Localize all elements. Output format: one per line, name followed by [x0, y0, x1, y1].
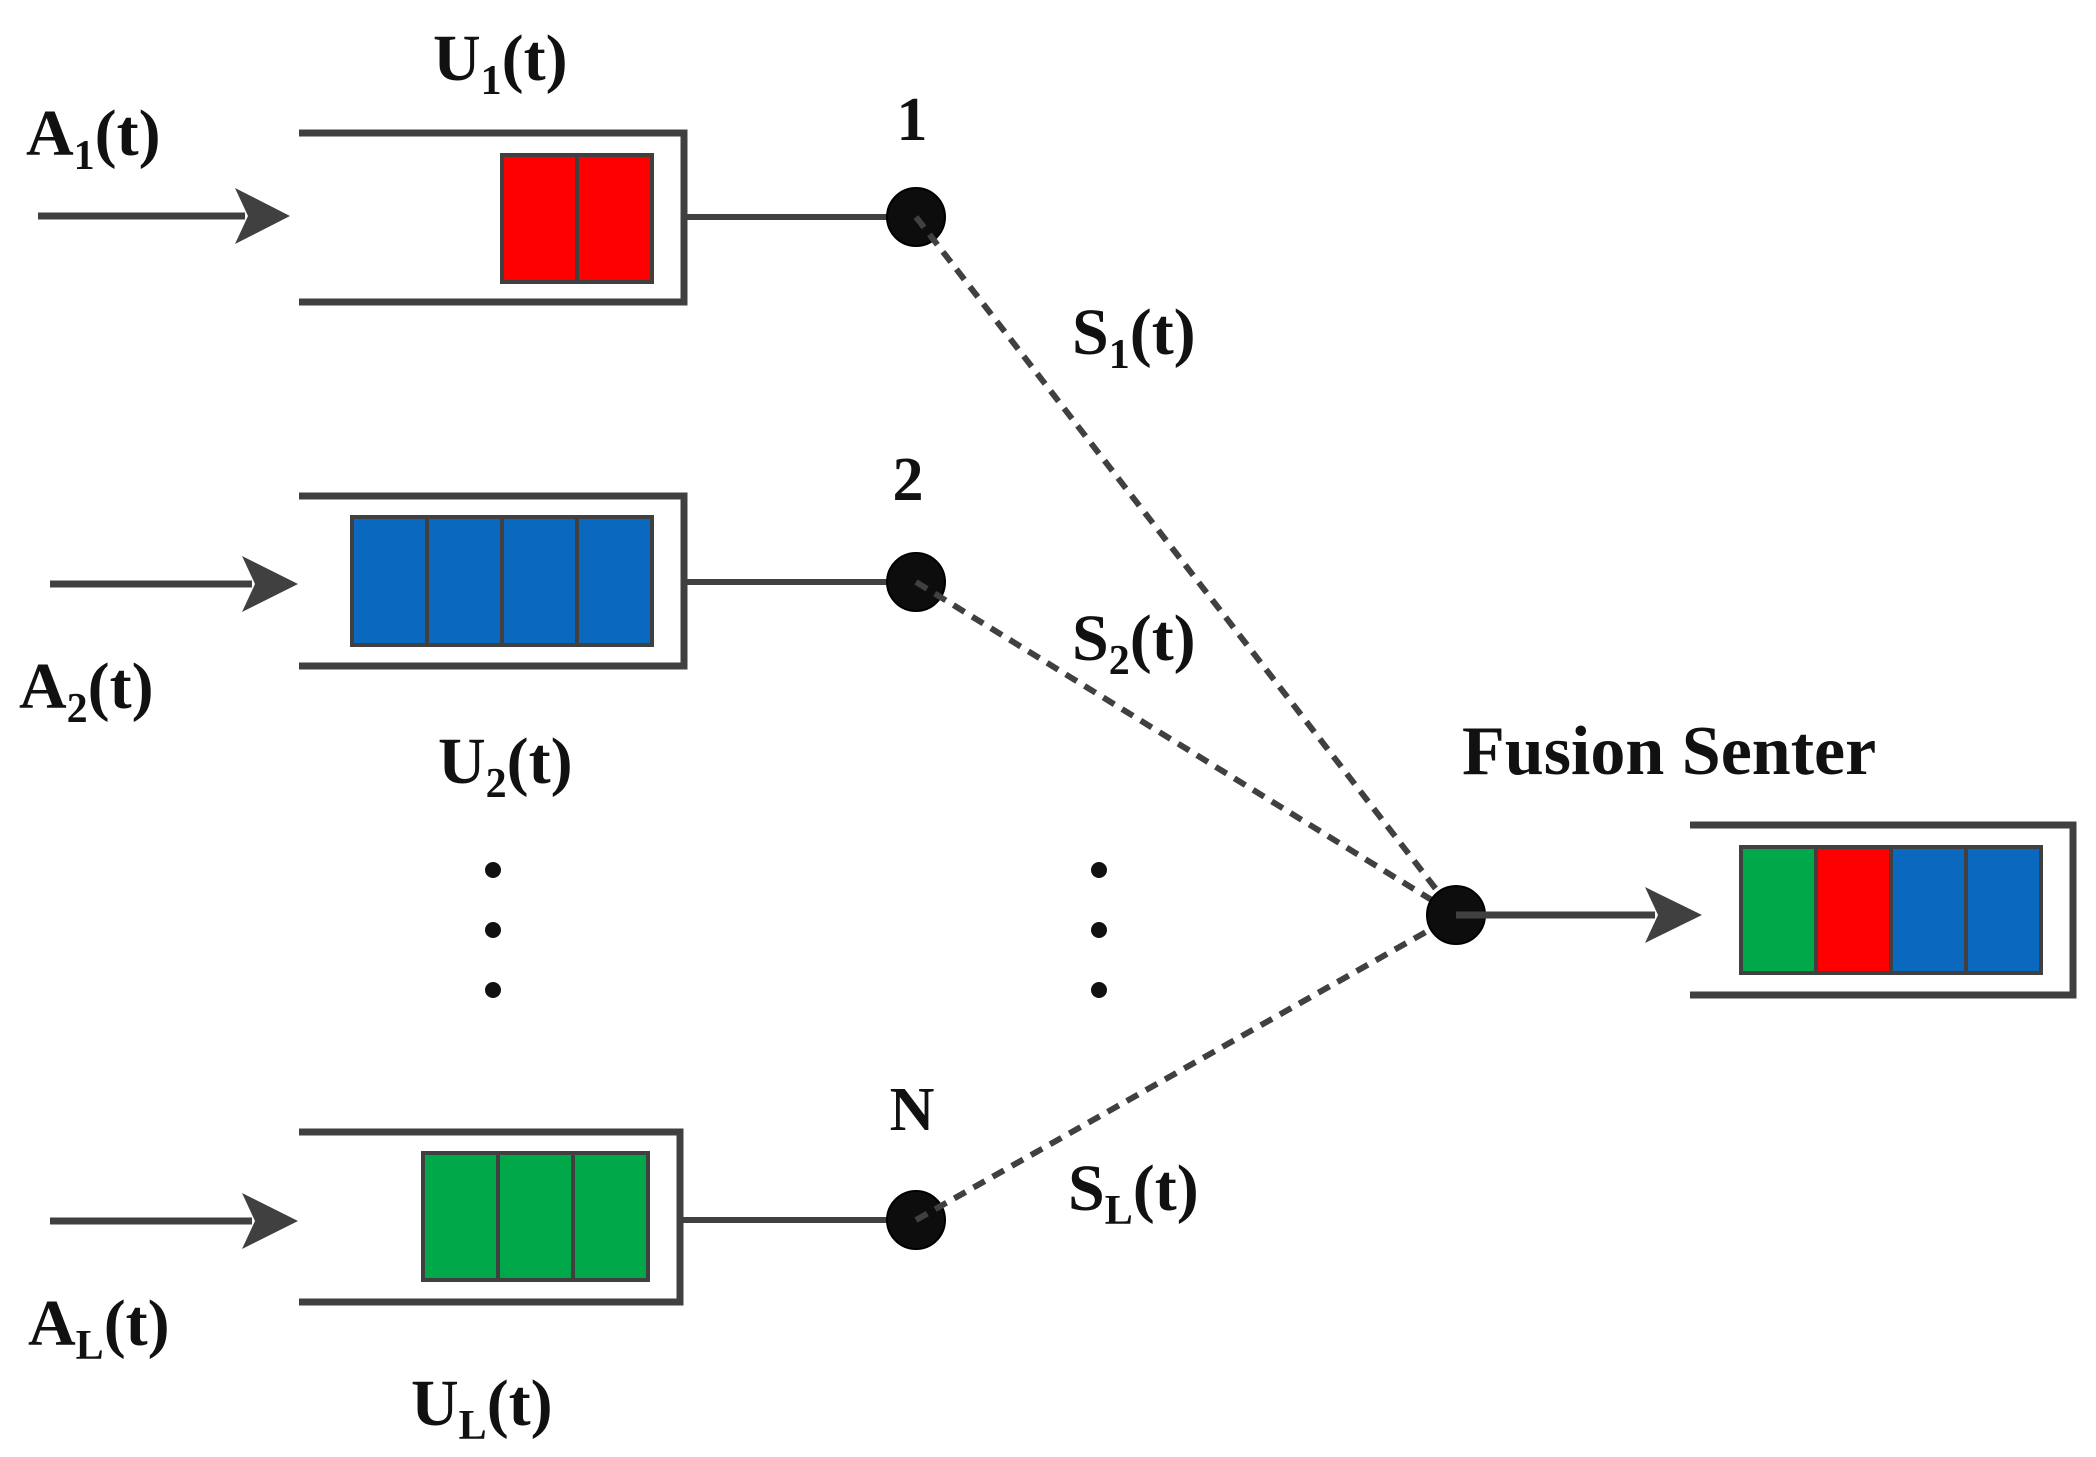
ellipsis-dot — [1091, 922, 1107, 938]
ellipsis-dot — [485, 862, 501, 878]
service-link-2 — [914, 579, 1458, 918]
service-1-label: S1(t) — [1072, 296, 1196, 378]
ellipsis-dot — [1091, 982, 1107, 998]
arrival-1-label: A1(t) — [26, 97, 161, 179]
service-link-1 — [913, 215, 1459, 917]
packet-cell — [1889, 845, 1968, 975]
arrival-1-arrowhead — [235, 188, 290, 244]
backlog-L-label: UL(t) — [411, 1367, 553, 1449]
arrival-L-arrowhead — [242, 1193, 298, 1249]
packet-cell — [575, 515, 654, 647]
arrival-2-arrowhead — [242, 556, 298, 612]
node-2-label: 2 — [893, 446, 924, 514]
arrival-L-label: AL(t) — [28, 1287, 170, 1369]
fusion-center-title: Fusion Senter — [1462, 713, 1876, 790]
queue-2: A2(t) U2(t) 2 — [19, 446, 946, 807]
fusion-buffer — [1690, 821, 2077, 999]
fusion-center: Fusion Senter — [1426, 713, 2077, 999]
arrival-2-label: A2(t) — [19, 650, 154, 732]
packet-cell — [575, 153, 654, 284]
queue-L: AL(t) UL(t) N — [28, 1076, 946, 1449]
service-link-L — [914, 912, 1458, 1223]
backlog-2-label: U2(t) — [438, 725, 573, 807]
packet-cell — [571, 1151, 650, 1282]
backlog-1-label: U1(t) — [433, 22, 568, 104]
packet-cell — [421, 1151, 500, 1282]
service-L-label: SL(t) — [1068, 1152, 1199, 1234]
packet-cell — [1739, 845, 1818, 975]
vertical-ellipsis-middle — [1091, 862, 1107, 998]
packet-cell — [500, 153, 579, 284]
ellipsis-dot — [485, 922, 501, 938]
packet-cell — [500, 515, 579, 647]
ellipsis-dot — [1091, 862, 1107, 878]
node-N-label: N — [890, 1076, 935, 1144]
service-2-label: S2(t) — [1072, 602, 1196, 684]
packet-cell — [1814, 845, 1893, 975]
node-1-label: 1 — [897, 86, 928, 154]
fusion-output-arrowhead — [1645, 887, 1702, 943]
packet-cell — [496, 1151, 575, 1282]
packet-cell — [1964, 845, 2043, 975]
queue-1: A1(t) U1(t) 1 — [26, 22, 946, 306]
packet-cell — [350, 515, 429, 647]
ellipsis-dot — [485, 982, 501, 998]
vertical-ellipsis-left — [485, 862, 501, 998]
packet-cell — [425, 515, 504, 647]
